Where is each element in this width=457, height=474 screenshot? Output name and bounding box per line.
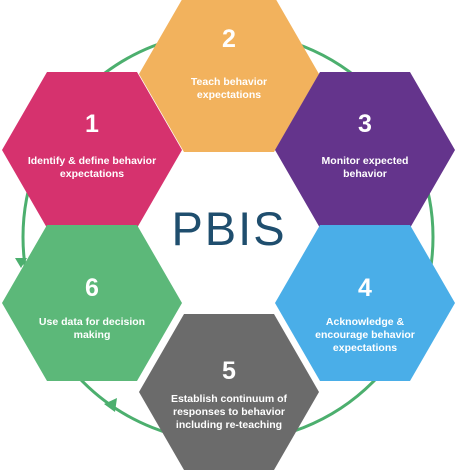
center-hexagon: PBIS <box>142 152 316 304</box>
step-4-number: 4 <box>358 274 372 302</box>
step-5-number: 5 <box>222 357 236 385</box>
label-line: making <box>74 329 111 341</box>
step-6-number: 6 <box>85 274 99 302</box>
label-line: expectations <box>60 168 124 180</box>
step-5-hex-shape <box>139 314 319 470</box>
cycle-arrow-bottom-icon <box>104 398 117 412</box>
label-line: Teach behavior <box>191 76 267 88</box>
step-6-hex-shape <box>2 225 182 381</box>
step-3-hex-shape <box>275 72 455 228</box>
center-hex-shape <box>142 152 316 304</box>
label-line: Use data for decision <box>39 316 145 328</box>
step-4-hex-shape <box>275 225 455 381</box>
label-line: behavior <box>343 168 387 180</box>
center-title: PBIS <box>171 202 286 255</box>
label-line: encourage behavior <box>315 329 415 341</box>
label-line: Establish continuum of <box>171 393 288 405</box>
label-line: responses to behavior <box>173 406 285 418</box>
step-1-hex-shape <box>2 72 182 228</box>
label-line: Monitor expected <box>322 155 409 167</box>
step-1-number: 1 <box>85 110 99 138</box>
label-line: Acknowledge & <box>326 316 405 328</box>
label-line: expectations <box>197 89 261 101</box>
step-2-number: 2 <box>222 25 236 53</box>
step-3-number: 3 <box>358 110 372 138</box>
label-line: expectations <box>333 342 397 354</box>
step-2-hex-shape <box>139 0 319 152</box>
label-line: Identify & define behavior <box>28 155 156 167</box>
cycle-arrow-left-icon <box>15 258 27 268</box>
label-line: including re-teaching <box>176 419 282 431</box>
